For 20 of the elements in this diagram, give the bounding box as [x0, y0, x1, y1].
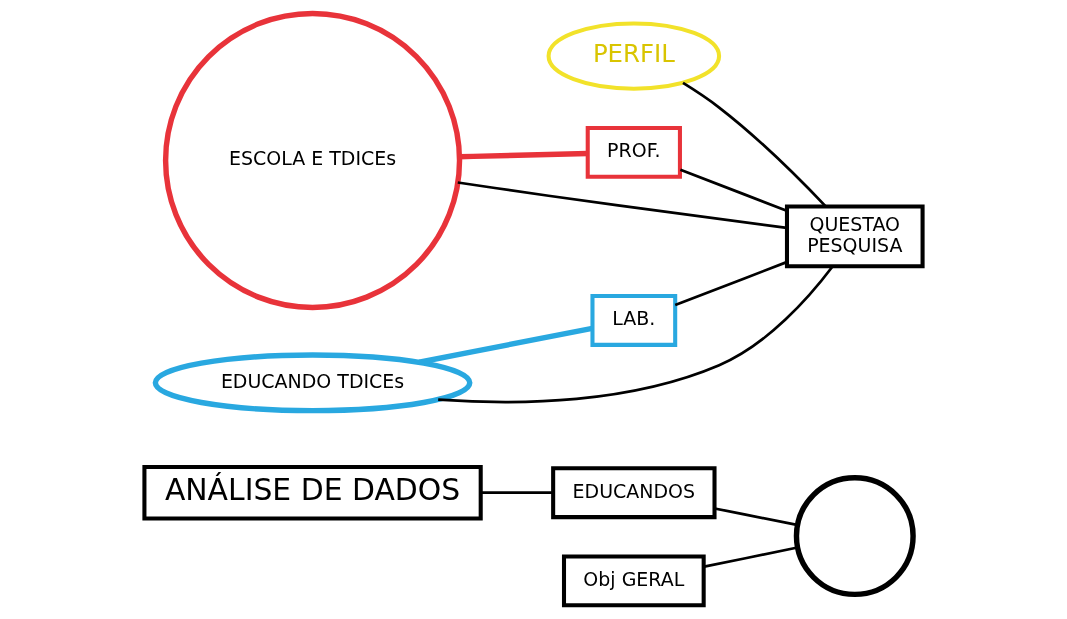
node-box: LAB. [590, 294, 678, 347]
connector [481, 491, 554, 495]
node-box: Obj GERAL [561, 554, 706, 608]
connector [459, 150, 588, 160]
node-box: QUESTAO PESQUISA [784, 204, 925, 269]
connector [438, 265, 834, 404]
node-box: EDUCANDOS [551, 466, 717, 520]
connector [714, 507, 798, 527]
connector [457, 181, 787, 230]
connector [679, 168, 788, 212]
connector [682, 81, 827, 208]
node-ellipse: PERFIL [546, 21, 722, 91]
node-box: PROF. [585, 125, 682, 179]
node-ellipse: EDUCANDO TDICEs [152, 352, 473, 414]
node-box: ANÁLISE DE DADOS [142, 464, 483, 521]
connector [418, 325, 593, 365]
node-circle: ESCOLA E TDICEs [162, 10, 463, 311]
node-circle [793, 475, 916, 598]
connector [674, 260, 788, 307]
connector [703, 546, 798, 568]
